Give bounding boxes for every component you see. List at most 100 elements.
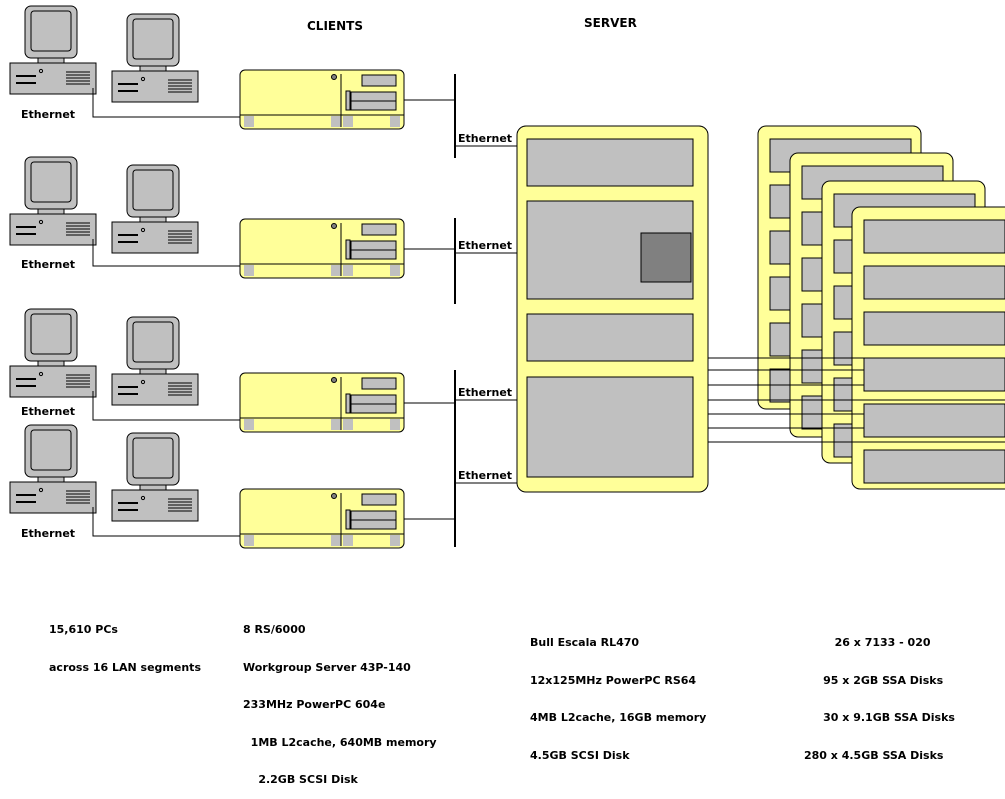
power-light xyxy=(38,68,44,74)
caption-line: Bull Escala RL470 xyxy=(530,636,640,649)
drive-bay xyxy=(350,240,397,251)
pc-icon xyxy=(9,424,97,514)
lan-cable xyxy=(92,507,240,537)
workstation-foot xyxy=(390,535,400,546)
server-header: SERVER xyxy=(584,16,637,30)
monitor-screen xyxy=(132,169,174,211)
monitor-stand xyxy=(139,216,167,223)
caption-line: 280 x 4.5GB SSA Disks xyxy=(804,748,944,762)
bus-ethernet-label: Ethernet xyxy=(458,386,512,399)
drive-bay xyxy=(350,91,397,102)
pc-ethernet-label: Ethernet xyxy=(21,527,75,540)
pc-ethernet-label: Ethernet xyxy=(21,108,75,121)
clients-caption: 8 RS/6000 Workgroup Server 43P-140 233MH… xyxy=(243,599,437,799)
caption-line: 30 x 9.1GB SSA Disks xyxy=(804,711,955,724)
disks-caption: 26 x 7133 - 020 95 x 2GB SSA Disks 30 x … xyxy=(804,612,955,775)
disk-drive xyxy=(863,403,1005,438)
workstation-icon xyxy=(239,218,405,279)
disk-drive xyxy=(863,311,1005,346)
workstation-foot xyxy=(244,419,254,430)
drive-bay xyxy=(350,394,397,405)
monitor-screen xyxy=(30,313,72,355)
clients-header: CLIENTS xyxy=(307,19,363,33)
bus-ethernet-label: Ethernet xyxy=(458,469,512,482)
pcs-caption: 15,610 PCs across 16 LAN segments xyxy=(49,599,201,687)
server-panel xyxy=(526,138,694,187)
drive-bay xyxy=(350,510,397,521)
drive-bay xyxy=(350,249,397,260)
workstation-foot xyxy=(244,265,254,276)
drive-bay xyxy=(350,519,397,530)
disk-cabinet-front xyxy=(863,219,1005,484)
disk-drive xyxy=(863,357,1005,392)
caption-line: Workgroup Server 43P-140 xyxy=(243,660,411,674)
power-button xyxy=(331,223,337,229)
system-unit xyxy=(111,373,199,406)
workstation-foot xyxy=(331,116,341,127)
drive-latch xyxy=(345,90,351,111)
monitor-screen xyxy=(132,437,174,479)
caption-line: 15,610 PCs xyxy=(49,623,118,636)
caption-line: 233MHz PowerPC 604e xyxy=(243,698,386,711)
caption-line: 8 RS/6000 xyxy=(243,623,306,636)
drive-bay xyxy=(361,377,397,390)
power-light xyxy=(140,495,146,501)
workstation-icon xyxy=(239,372,405,433)
disk-drive xyxy=(863,265,1005,300)
drive-bay xyxy=(361,493,397,506)
power-button xyxy=(331,74,337,80)
pc-ethernet-label: Ethernet xyxy=(21,258,75,271)
power-button xyxy=(331,377,337,383)
monitor-stand xyxy=(37,208,65,215)
caption-line: 4.5GB SCSI Disk xyxy=(530,748,630,762)
drive-bay xyxy=(350,100,397,111)
drive-latch xyxy=(345,393,351,414)
power-light xyxy=(140,227,146,233)
workstation-foot xyxy=(331,419,341,430)
monitor-screen xyxy=(30,429,72,471)
pc-icon xyxy=(111,164,199,254)
monitor-stand xyxy=(139,484,167,491)
monitor-screen xyxy=(132,18,174,60)
monitor-stand xyxy=(139,65,167,72)
caption-line: 2.2GB SCSI Disk xyxy=(243,773,358,786)
drive-latch xyxy=(345,239,351,260)
lan-cable xyxy=(92,88,240,118)
system-diagram: EthernetEthernetEthernetEthernetEthernet… xyxy=(9,5,1005,549)
pc-icon xyxy=(111,432,199,522)
monitor-stand xyxy=(37,476,65,483)
bus-ethernet-label: Ethernet xyxy=(458,239,512,252)
pc-icon xyxy=(111,316,199,406)
drive-bay xyxy=(361,74,397,87)
power-light xyxy=(140,379,146,385)
server-panel xyxy=(526,376,694,478)
workstation-foot xyxy=(331,535,341,546)
workstation-foot xyxy=(343,116,353,127)
workstation-foot xyxy=(244,535,254,546)
monitor-screen xyxy=(30,10,72,52)
workstation-foot xyxy=(390,116,400,127)
pc-ethernet-label: Ethernet xyxy=(21,405,75,418)
server-processor-block xyxy=(640,232,692,283)
pc-icon xyxy=(9,156,97,246)
bus-ethernet-label: Ethernet xyxy=(458,132,512,145)
workstation-foot xyxy=(343,535,353,546)
power-light xyxy=(38,371,44,377)
caption-line: across 16 LAN segments xyxy=(49,660,201,674)
workstation-foot xyxy=(390,419,400,430)
lan-cable xyxy=(92,391,240,421)
lan-cable xyxy=(92,239,240,267)
monitor-screen xyxy=(30,161,72,203)
caption-line: 26 x 7133 - 020 xyxy=(804,636,931,649)
workstation-foot xyxy=(390,265,400,276)
drive-latch xyxy=(345,509,351,530)
caption-line: 12x125MHz PowerPC RS64 xyxy=(530,673,697,687)
disk-drive xyxy=(863,219,1005,254)
workstation-icon xyxy=(239,69,405,130)
workstation-foot xyxy=(331,265,341,276)
disk-drive xyxy=(863,449,1005,484)
server-panel xyxy=(526,313,694,362)
